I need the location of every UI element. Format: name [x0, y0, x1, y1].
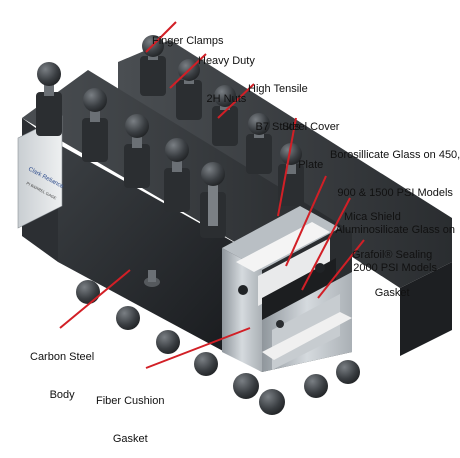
nameplate: Clark Reliance PI BARREL GAGE — [17, 115, 65, 229]
label-heavy-duty-nuts: Heavy Duty 2H Nuts — [198, 55, 255, 105]
leader-carbon-steel-body — [59, 269, 131, 329]
clamp-back-3 — [212, 85, 238, 146]
label-fiber-cushion-gasket: Fiber Cushion Gasket — [96, 395, 165, 445]
gage-cutaway-diagram: Clark Reliance PI BARREL GAGE — [17, 21, 452, 415]
label-sealing-gasket: Grafoil® Sealing Gasket — [352, 249, 433, 299]
leader-sealing-gasket — [317, 239, 365, 299]
label-glass-models: Borosillicate Glass on 450, 900 & 1500 P… — [330, 149, 460, 274]
leader-fiber-cushion-gasket — [145, 327, 251, 369]
clamp-back-5 — [278, 143, 304, 206]
thumb-screw — [144, 270, 160, 287]
back-clamp-row — [140, 35, 304, 206]
leader-mica-shield — [301, 197, 351, 291]
clamp-front-5 — [200, 162, 226, 238]
label-steel-cover-plate: Steel Cover Plate — [282, 121, 340, 171]
cross-section — [222, 206, 352, 372]
leader-steel-cover-plate — [277, 117, 297, 217]
leader-finger-clamps — [145, 21, 177, 53]
front-clamp-row — [36, 62, 226, 238]
label-mica-shield: Mica Shield — [344, 211, 401, 223]
leader-high-tensile-studs — [217, 83, 255, 119]
label-high-tensile-studs: High Tensile B7 Studs — [248, 83, 308, 133]
clamp-front-2 — [82, 88, 108, 162]
leader-lines — [59, 21, 365, 369]
bottom-nuts — [76, 280, 360, 415]
label-finger-clamps: Finger Clamps — [152, 35, 224, 47]
clamp-front-3 — [124, 114, 150, 188]
clamp-front-1 — [36, 62, 62, 136]
clamp-front-4 — [164, 138, 190, 212]
leader-heavy-duty-nuts — [169, 53, 207, 89]
leader-glass — [285, 175, 327, 267]
label-carbon-steel-body: Carbon Steel Body — [30, 351, 95, 401]
clamp-back-4 — [246, 113, 272, 174]
